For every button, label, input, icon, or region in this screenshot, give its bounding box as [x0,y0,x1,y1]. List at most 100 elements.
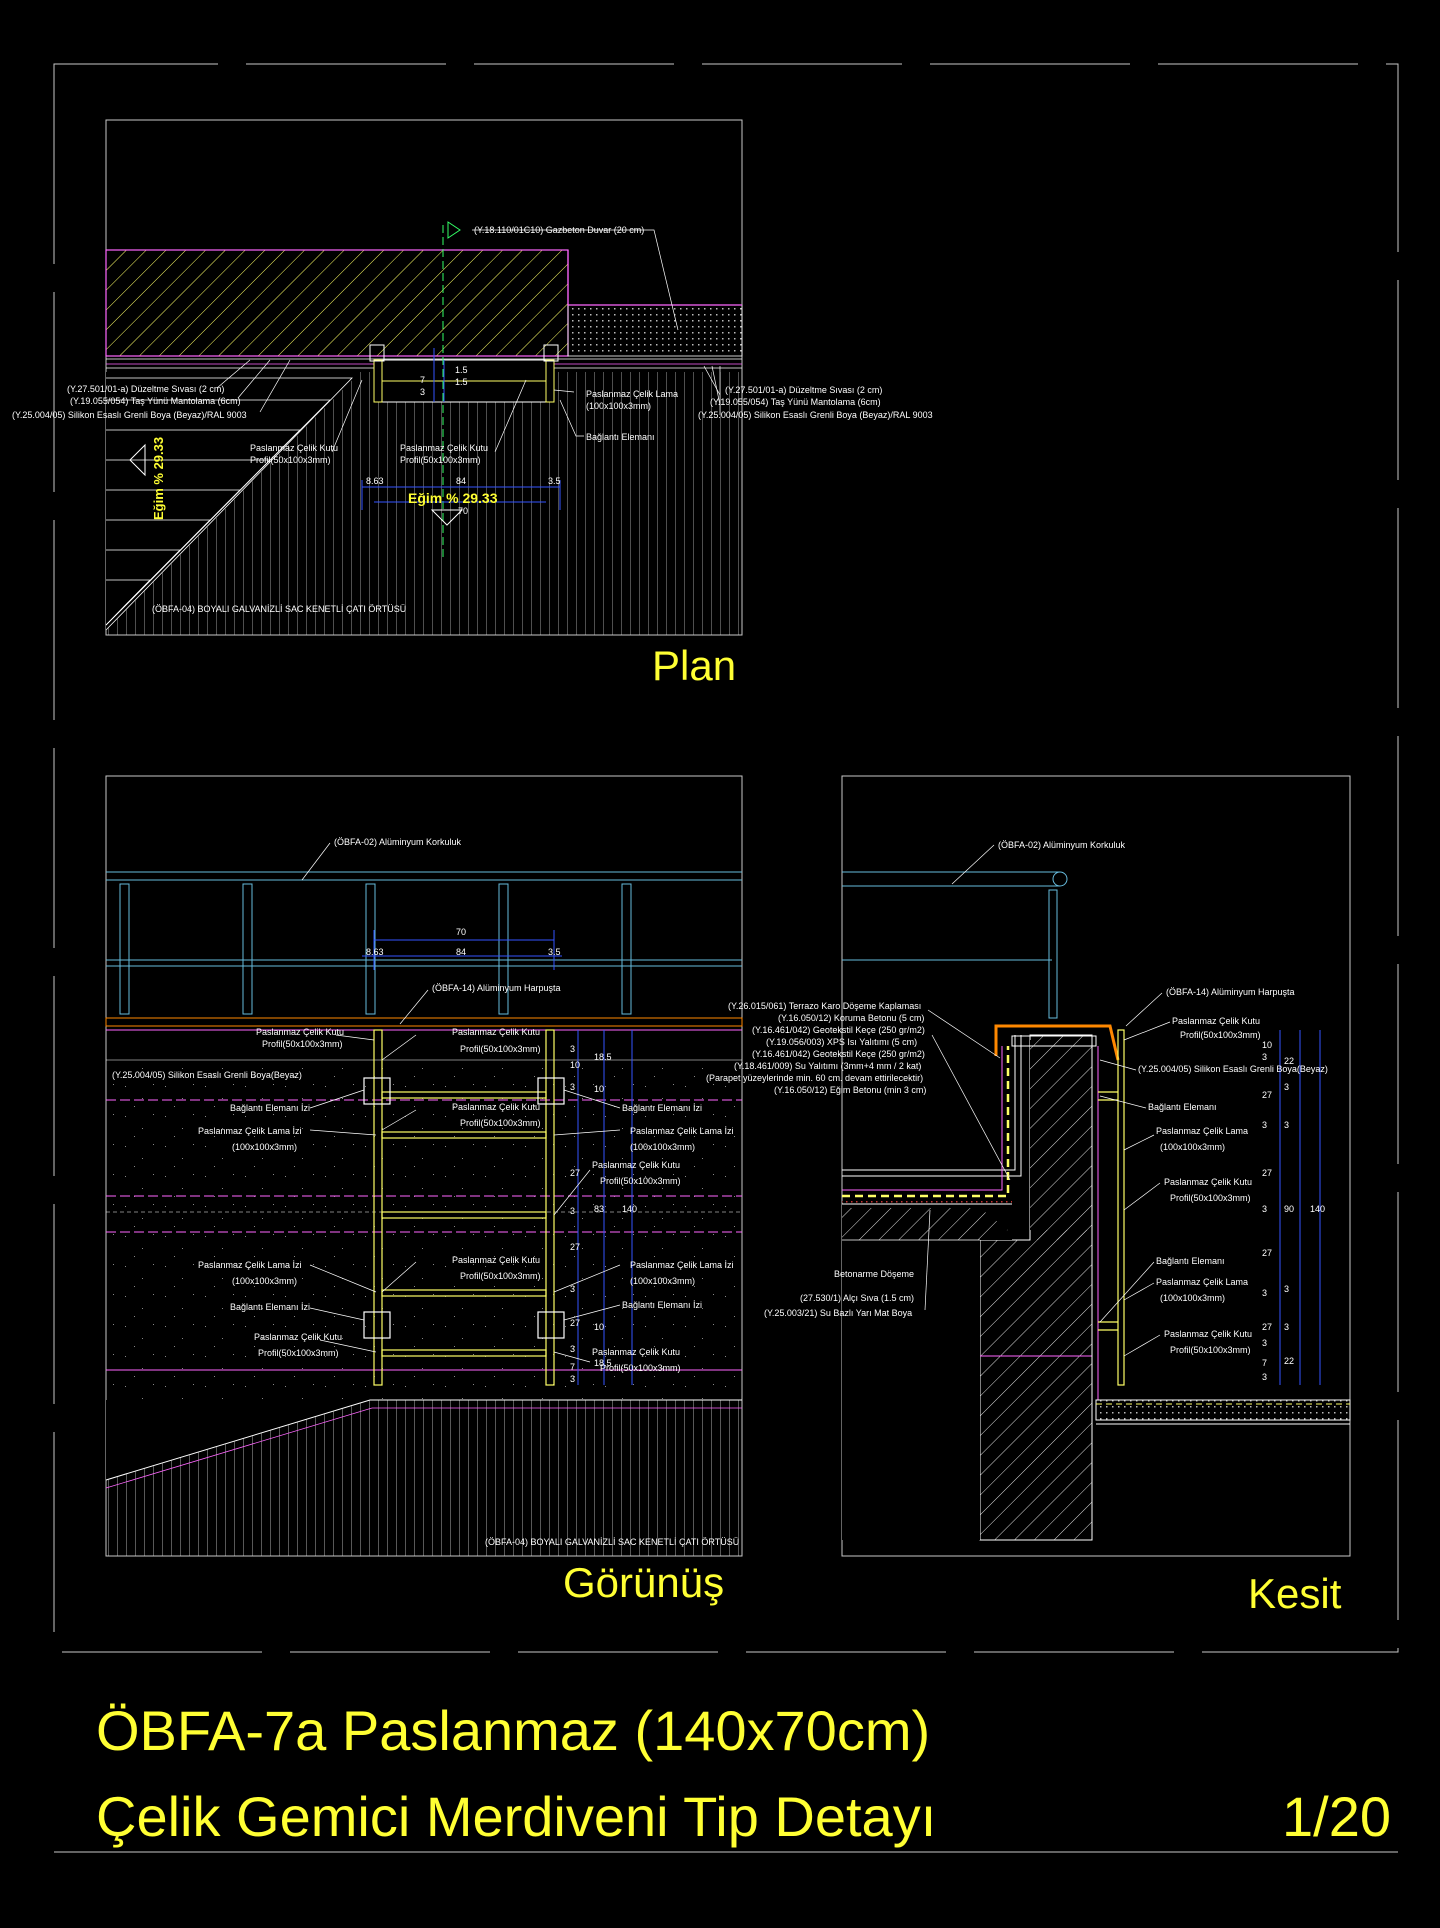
elev-left-6a: Paslanmaz Çelik Kutu [254,1332,342,1342]
elev-korkuluk-label: (ÖBFA-02) Alüminyum Korkuluk [334,837,462,847]
sec-layer-7: (Y.16.050/12) Eğim Betonu (min 3 cm) [774,1085,926,1095]
sec-right-1a: (Y.25.004/05) Silikon Esaslı Grenli Boya… [1138,1064,1328,1074]
plan-kutu1-dim: Profil(50x100x3mm) [250,455,331,465]
plan-gazbeton-label: (Y.18.110/01C10) Gazbeton Duvar (20 cm) [474,225,644,235]
plan-slope-mid: Eğim % 29.33 [408,490,498,506]
elev-dim-inner-0: 3 [570,1044,575,1054]
sec-dim-inner-10: 7 [1262,1358,1267,1368]
elev-dim-inner-5: 3 [570,1206,575,1216]
sec-right-6a: Paslanmaz Çelik Lama [1156,1277,1248,1287]
elev-center-1a: Paslanmaz Çelik Kutu [452,1027,540,1037]
sec-right-6b: (100x100x3mm) [1160,1293,1225,1303]
elev-right-3b: Profil(50x100x3mm) [600,1176,681,1186]
title-block: ÖBFA-7a Paslanmaz (140x70cm) Çelik Gemic… [96,1699,1391,1848]
sec-dim-mid-4: 3 [1284,1284,1289,1294]
elev-dim-inner-10: 10 [594,1322,604,1332]
sec-right-0a: Paslanmaz Çelik Kutu [1172,1016,1260,1026]
elev-harpusta-label: (ÖBFA-14) Alüminyum Harpuşta [432,983,561,993]
plan-lama-label: Paslanmaz Çelik Lama [586,389,678,399]
elev-dim-84: 84 [456,947,466,957]
elev-left-2a: Bağlantı Elemanı İzi [230,1103,310,1113]
plan-kutu1-label: Paslanmaz Çelik Kutu [250,443,338,453]
sec-korkuluk-label: (ÖBFA-02) Alüminyum Korkuluk [998,840,1126,850]
sec-dim-mid-2: 3 [1284,1120,1289,1130]
elevation-view: (ÖBFA-02) Alüminyum Korkuluk (ÖBFA-14) A… [105,775,743,1606]
elev-right-3a: Paslanmaz Çelik Kutu [592,1160,680,1170]
sec-slab-2: (Y.25.003/21) Su Bazlı Yarı Mat Boya [764,1308,912,1318]
elev-left-6b: Profil(50x100x3mm) [258,1348,339,1358]
elev-left-3b: (100x100x3mm) [232,1142,297,1152]
elev-right-1a: Bağlantı Elemanı İzi [622,1103,702,1113]
plan-wall-hatch [105,249,569,357]
section-handrail [842,871,1068,1019]
section-view-title: Kesit [1248,1570,1342,1617]
sec-dim-mid-5: 3 [1284,1322,1289,1332]
plan-gazbeton [567,304,743,357]
sec-dim-mid-1: 3 [1284,1082,1289,1092]
sec-right-3a: Paslanmaz Çelik Lama [1156,1126,1248,1136]
plan-roof-label: (ÖBFA-04) BOYALI GALVANİZLİ SAC KENETLİ … [152,604,406,614]
sec-dim-inner-6: 27 [1262,1248,1272,1258]
elev-dim-outer-3: 18.5 [594,1358,612,1368]
plan-dim-top-2: 1.5 [455,377,468,387]
elev-dim-70: 70 [456,927,466,937]
elev-center-1b: Profil(50x100x3mm) [460,1044,541,1054]
sec-layer-4: (Y.16.461/042) Geotekstil Keçe (250 gr/m… [752,1049,925,1059]
elev-center-2a: Paslanmaz Çelik Kutu [452,1102,540,1112]
sec-right-4b: Profil(50x100x3mm) [1170,1193,1251,1203]
sec-dim-mid-3: 90 [1284,1204,1294,1214]
sec-dim-mid-0: 22 [1284,1056,1294,1066]
elev-right-2b: (100x100x3mm) [630,1142,695,1152]
sheet-frame [53,63,1399,1853]
sec-dim-inner-9: 3 [1262,1338,1267,1348]
elev-dim-35: 3.5 [548,947,561,957]
plan-kutu2-label: Paslanmaz Çelik Kutu [400,443,488,453]
plan-dim-b: 84 [456,476,466,486]
plan-dim-a: 8.63 [366,476,384,486]
elev-right-4a: Paslanmaz Çelik Lama İzi [630,1260,734,1270]
plan-view-title: Plan [652,642,736,689]
sec-right-7a: Paslanmaz Çelik Kutu [1164,1329,1252,1339]
elev-left-3a: Paslanmaz Çelik Lama İzi [198,1126,302,1136]
section-frame [841,775,1351,1557]
plan-right-label-2: (Y.19.055/054) Taş Yünü Mantolama (6cm) [710,397,881,407]
sec-dim-inner-0: 10 [1262,1040,1272,1050]
elev-dim-inner-4: 27 [570,1168,580,1178]
elev-dim-outer-1: 83 [594,1204,604,1214]
sec-harpusta-label: (ÖBFA-14) Alüminyum Harpuşta [1166,987,1295,997]
sec-right-2a: Bağlantı Elemanı [1148,1102,1217,1112]
elevation-ladder [363,1029,565,1386]
drawing-scale: 1/20 [1282,1785,1391,1848]
plan-dim-d: 70 [458,506,468,516]
plan-left-label-1: (Y.27.501/01-a) Düzeltme Sıvası (2 cm) [67,384,224,394]
sec-dim-inner-5: 3 [1262,1204,1267,1214]
section-ladder [1098,1029,1125,1386]
sec-dim-inner-8: 27 [1262,1322,1272,1332]
elev-dim-inner-6: 27 [570,1242,580,1252]
elev-dim-863: 8.63 [366,947,384,957]
elev-dim-inner-1: 10 [570,1060,580,1070]
plan-kutu2-dim: Profil(50x100x3mm) [400,455,481,465]
elev-dim-inner-8: 27 [570,1318,580,1328]
plan-right-label-3: (Y.25.004/05) Silikon Esaslı Grenli Boya… [698,410,933,420]
elev-dim-inner-2: 10 [594,1084,604,1094]
plan-left-label-2: (Y.19.055/054) Taş Yünü Mantolama (6cm) [70,396,241,406]
sec-layer-1: (Y.16.050/12) Koruma Betonu (5 cm) [778,1013,924,1023]
sec-dim-inner-3: 3 [1262,1120,1267,1130]
sec-slab-0: Betonarme Döşeme [834,1269,914,1279]
sec-dim-inner-7: 3 [1262,1288,1267,1298]
elev-left-5a: Bağlantı Elemanı İzi [230,1302,310,1312]
sec-dim-mid-6: 22 [1284,1356,1294,1366]
sec-dim-inner-11: 3 [1262,1372,1267,1382]
elev-right-5a: Bağlantı Elemanı İzi [622,1300,702,1310]
plan-right-label-1: (Y.27.501/01-a) Düzeltme Sıvası (2 cm) [725,385,882,395]
elev-left-1a: Paslanmaz Çelik Kutu [256,1027,344,1037]
elev-center-2b: Profil(50x100x3mm) [460,1118,541,1128]
sec-right-7b: Profil(50x100x3mm) [1170,1345,1251,1355]
drawing-title-line2: Çelik Gemici Merdiveni Tip Detayı [96,1785,936,1848]
sec-dim-inner-4: 27 [1262,1168,1272,1178]
elev-roof-label: (ÖBFA-04) BOYALI GALVANİZLİ SAC KENETLİ … [485,1537,739,1547]
elev-silikon-label: (Y.25.004/05) Silikon Esaslı Grenli Boya… [112,1070,302,1080]
sec-dim-inner-2: 27 [1262,1090,1272,1100]
